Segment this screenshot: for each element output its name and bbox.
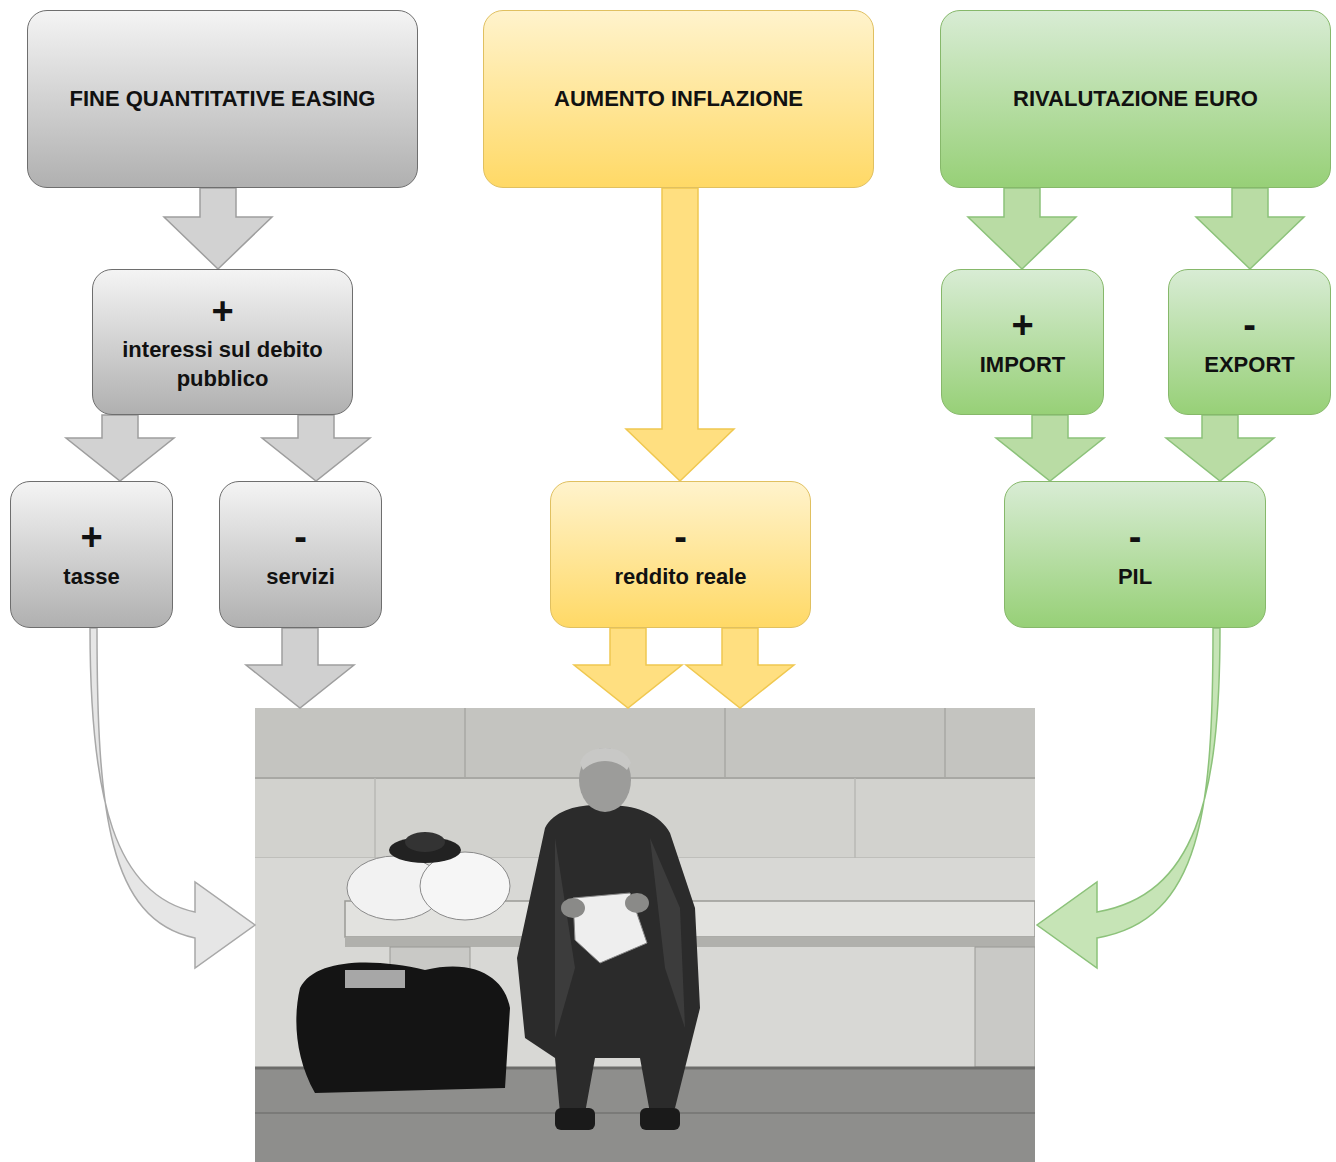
sign-label: - xyxy=(294,517,307,559)
process-box: RIVALUTAZIONE EURO xyxy=(940,10,1331,188)
box-label: AUMENTO INFLAZIONE xyxy=(554,85,803,114)
wall xyxy=(255,708,1035,1162)
process-box: + tasse xyxy=(10,481,173,628)
block-arrow xyxy=(686,628,794,708)
box-label: servizi xyxy=(266,563,335,592)
block-arrow xyxy=(1166,415,1274,481)
block-arrow xyxy=(1196,188,1304,269)
sign-label: + xyxy=(80,517,102,559)
process-box: FINE QUANTITATIVE EASING xyxy=(27,10,418,188)
seated-man xyxy=(517,748,700,1130)
box-label: interessi sul debito pubblico xyxy=(105,336,340,393)
sign-label: + xyxy=(1011,305,1033,347)
photo-illustration xyxy=(255,708,1035,1162)
process-box: - PIL xyxy=(1004,481,1266,628)
block-arrow xyxy=(626,188,734,481)
process-box: - servizi xyxy=(219,481,382,628)
block-arrow xyxy=(262,415,370,481)
box-label: tasse xyxy=(63,563,119,592)
curved-arrow xyxy=(1037,628,1220,968)
block-arrow xyxy=(968,188,1076,269)
box-label: EXPORT xyxy=(1204,351,1294,380)
box-label: reddito reale xyxy=(614,563,746,592)
process-box: AUMENTO INFLAZIONE xyxy=(483,10,874,188)
box-label: PIL xyxy=(1118,563,1152,592)
block-arrow xyxy=(66,415,174,481)
block-arrow xyxy=(574,628,682,708)
process-box: - reddito reale xyxy=(550,481,811,628)
block-arrow xyxy=(246,628,354,708)
sign-label: + xyxy=(211,291,233,333)
sign-label: - xyxy=(1243,305,1256,347)
box-label: RIVALUTAZIONE EURO xyxy=(1013,85,1258,114)
process-box: + IMPORT xyxy=(941,269,1104,415)
curved-arrow xyxy=(90,628,255,968)
block-arrow xyxy=(996,415,1104,481)
process-box: +interessi sul debito pubblico xyxy=(92,269,353,415)
sign-label: - xyxy=(674,517,687,559)
block-arrow xyxy=(164,188,272,269)
bags xyxy=(296,832,510,1093)
sign-label: - xyxy=(1129,517,1142,559)
process-box: - EXPORT xyxy=(1168,269,1331,415)
box-label: FINE QUANTITATIVE EASING xyxy=(70,85,376,114)
box-label: IMPORT xyxy=(980,351,1066,380)
